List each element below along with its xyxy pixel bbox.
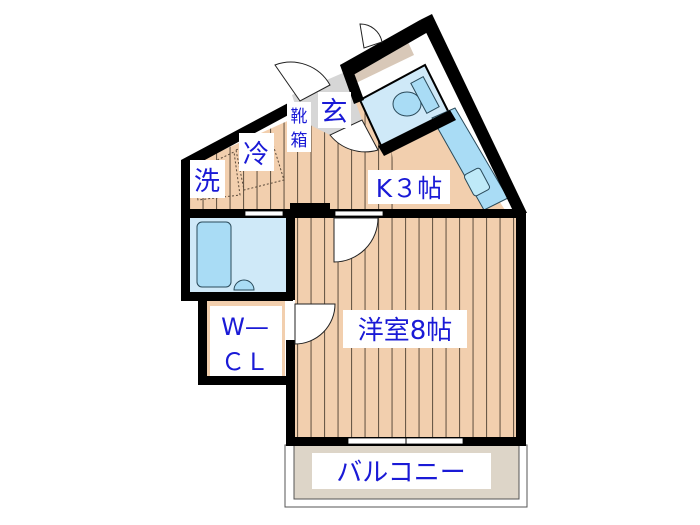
toilet-bowl-icon <box>392 91 422 117</box>
room-labels: 玄 靴 箱 冷 洗 K３帖 洋室8帖 W— ＣＬ バルコニー <box>190 92 491 489</box>
label-balcony: バルコニー <box>336 458 465 488</box>
label-shoebox-1: 靴 <box>291 107 308 127</box>
hall-door <box>329 119 379 153</box>
storage-door <box>359 23 383 49</box>
label-western-room: 洋室8帖 <box>358 316 453 346</box>
toilet-tank-icon <box>410 76 440 114</box>
label-kitchen: K３帖 <box>376 174 442 203</box>
front-door <box>274 61 331 102</box>
window-bath <box>244 210 284 217</box>
sink-icon <box>463 167 491 197</box>
label-closet-2: ＣＬ <box>221 348 269 376</box>
closet-door <box>294 303 336 345</box>
label-entrance: 玄 <box>321 97 348 128</box>
western-room-door <box>333 217 379 263</box>
label-shoebox-2: 箱 <box>291 131 308 151</box>
bathtub-icon <box>196 221 232 288</box>
label-fridge: 冷 <box>243 140 269 170</box>
washbasin-icon <box>233 279 255 291</box>
label-closet-1: W— <box>221 313 269 341</box>
label-washer: 洗 <box>194 167 220 197</box>
doors[interactable] <box>274 23 383 345</box>
window-kitchen <box>334 210 384 217</box>
bathroom <box>190 218 288 292</box>
